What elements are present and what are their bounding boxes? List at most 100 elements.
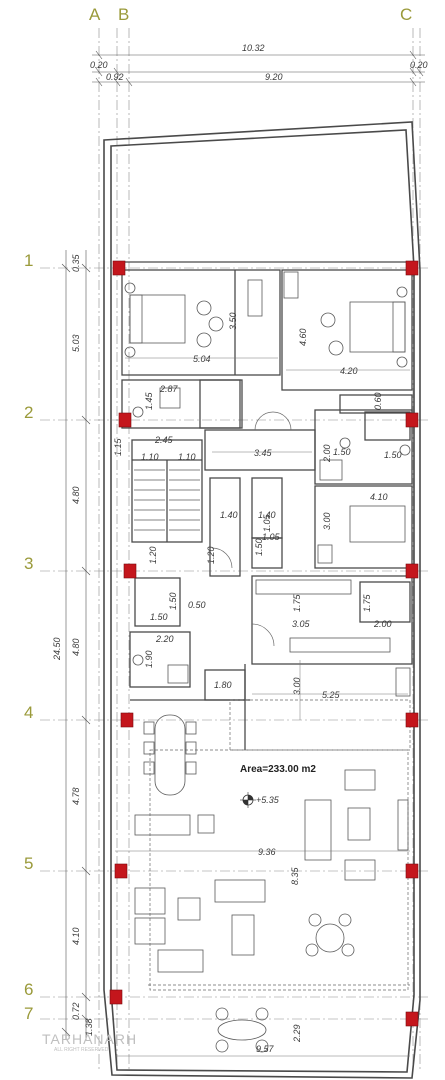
- bed-icon: [349, 505, 406, 543]
- round-table-icon: [315, 923, 345, 953]
- dashed-outlines: [148, 699, 411, 991]
- door-swing: [211, 547, 233, 569]
- room-dim: 1.20: [148, 546, 158, 564]
- sofa-icon: [134, 887, 166, 915]
- chair-icon: [328, 340, 344, 356]
- room-dim: 2.00: [373, 619, 392, 629]
- room-dim: 2.45: [154, 435, 174, 445]
- lamp-icon: [124, 282, 136, 294]
- armchair-icon: [344, 769, 376, 791]
- sofa-icon: [134, 917, 166, 945]
- grid-label-b: B: [118, 5, 129, 24]
- armchair-icon: [344, 859, 376, 881]
- grid-label-6: 6: [24, 980, 33, 999]
- chair-icon: [196, 332, 212, 348]
- room-dim: 1.75: [292, 593, 302, 612]
- column-marker: [405, 1011, 419, 1027]
- room-dim: 1.90: [144, 650, 154, 668]
- dim-top-right-offset: 0.20: [410, 60, 428, 70]
- dim-row-5-6: 4.10: [71, 927, 81, 945]
- row-grid-lines: [40, 267, 430, 1020]
- dim-row-7-end: 1.38: [84, 1018, 94, 1036]
- column-marker: [405, 712, 419, 728]
- column-marker: [405, 412, 419, 428]
- shower-icon: [159, 387, 181, 409]
- grid-label-a: A: [89, 5, 101, 24]
- room-dim: 1.05: [262, 513, 272, 532]
- room-dimension-lines: [115, 357, 410, 1057]
- lamp-icon: [396, 356, 408, 368]
- column-marker: [123, 563, 137, 579]
- grid-label-3: 3: [24, 554, 33, 573]
- kitchen-island-icon: [289, 637, 391, 653]
- coffee-table-icon: [347, 807, 371, 841]
- watermark: TARHANARH ALL RIGHT RESERVED: [42, 1031, 136, 1053]
- room-dim: 1.10: [141, 452, 159, 462]
- room-dim: 3.05: [292, 619, 311, 629]
- grid-label-2: 2: [24, 403, 33, 422]
- sink-icon: [399, 444, 411, 456]
- dining-table-icon: [154, 714, 186, 796]
- shower-icon: [319, 459, 343, 481]
- room-dim: 9.36: [258, 847, 276, 857]
- grid-label-5: 5: [24, 854, 33, 873]
- sofa-icon: [157, 949, 204, 973]
- room-dim: 5.25: [322, 690, 341, 700]
- column-marker: [118, 412, 132, 428]
- dim-row-top: 0.35: [71, 253, 81, 272]
- room-dim: 1.40: [220, 510, 238, 520]
- room-dim: 1.10: [178, 452, 196, 462]
- chair-icon: [320, 312, 336, 328]
- grid-label-7: 7: [24, 1004, 33, 1023]
- dim-row-1-2: 5.03: [71, 334, 81, 352]
- tv-unit-icon: [397, 799, 409, 851]
- sofa-icon: [231, 914, 255, 956]
- room-dim: 3.00: [292, 677, 302, 695]
- grid-label-1: 1: [24, 251, 33, 270]
- room-dim: 2.87: [159, 384, 179, 394]
- column-marker: [405, 563, 419, 579]
- dim-top-bc: 9.20: [265, 72, 283, 82]
- room-dim: 1.05: [262, 532, 281, 542]
- side-table-icon: [197, 814, 215, 834]
- bed-icon: [349, 301, 406, 353]
- column-marker: [114, 863, 128, 879]
- room-dim: 2.20: [155, 634, 174, 644]
- lamp-icon: [396, 286, 408, 298]
- room-dim: 4.10: [370, 492, 388, 502]
- grid-label-4: 4: [24, 703, 33, 722]
- room-dim: 3.50: [228, 312, 238, 330]
- chair-icon: [196, 300, 212, 316]
- door-swing: [251, 623, 275, 647]
- room-dim: 1.50: [150, 612, 168, 622]
- sofa-icon: [214, 879, 266, 903]
- sink-icon: [167, 664, 189, 684]
- grid-label-c: C: [400, 5, 412, 24]
- wardrobe-icon: [247, 279, 263, 317]
- dim-row-2-3: 4.80: [71, 486, 81, 504]
- level-marker: [240, 792, 256, 808]
- column-marker: [405, 863, 419, 879]
- column-marker: [120, 712, 134, 728]
- sofa-icon: [304, 799, 332, 861]
- room-dim: 4.20: [340, 366, 358, 376]
- room-dim: 1.80: [214, 680, 232, 690]
- room-dim: 3.45: [254, 448, 273, 458]
- dim-top-ab: 0.92: [106, 72, 124, 82]
- balcony-table-icon: [217, 1019, 267, 1041]
- kitchen-counter-icon: [255, 579, 352, 595]
- structural-columns: [109, 260, 419, 1027]
- watermark-tagline: ALL RIGHT RESERVED: [54, 1047, 109, 1053]
- desk-icon: [283, 271, 299, 299]
- room-dim: 1.45: [144, 391, 154, 410]
- door-swing: [254, 411, 274, 431]
- column-marker: [112, 260, 126, 276]
- stove-icon: [395, 667, 411, 697]
- room-dim: 2.29: [292, 1024, 302, 1043]
- bed-icon: [129, 294, 186, 344]
- room-dimensions: 5.04 3.50 4.60 4.20 2.87 1.45 0.60 2.45 …: [113, 312, 402, 1054]
- area-label: Area=233.00 m2: [240, 764, 316, 775]
- sofa-icon: [134, 814, 191, 836]
- chair-icon: [208, 316, 224, 332]
